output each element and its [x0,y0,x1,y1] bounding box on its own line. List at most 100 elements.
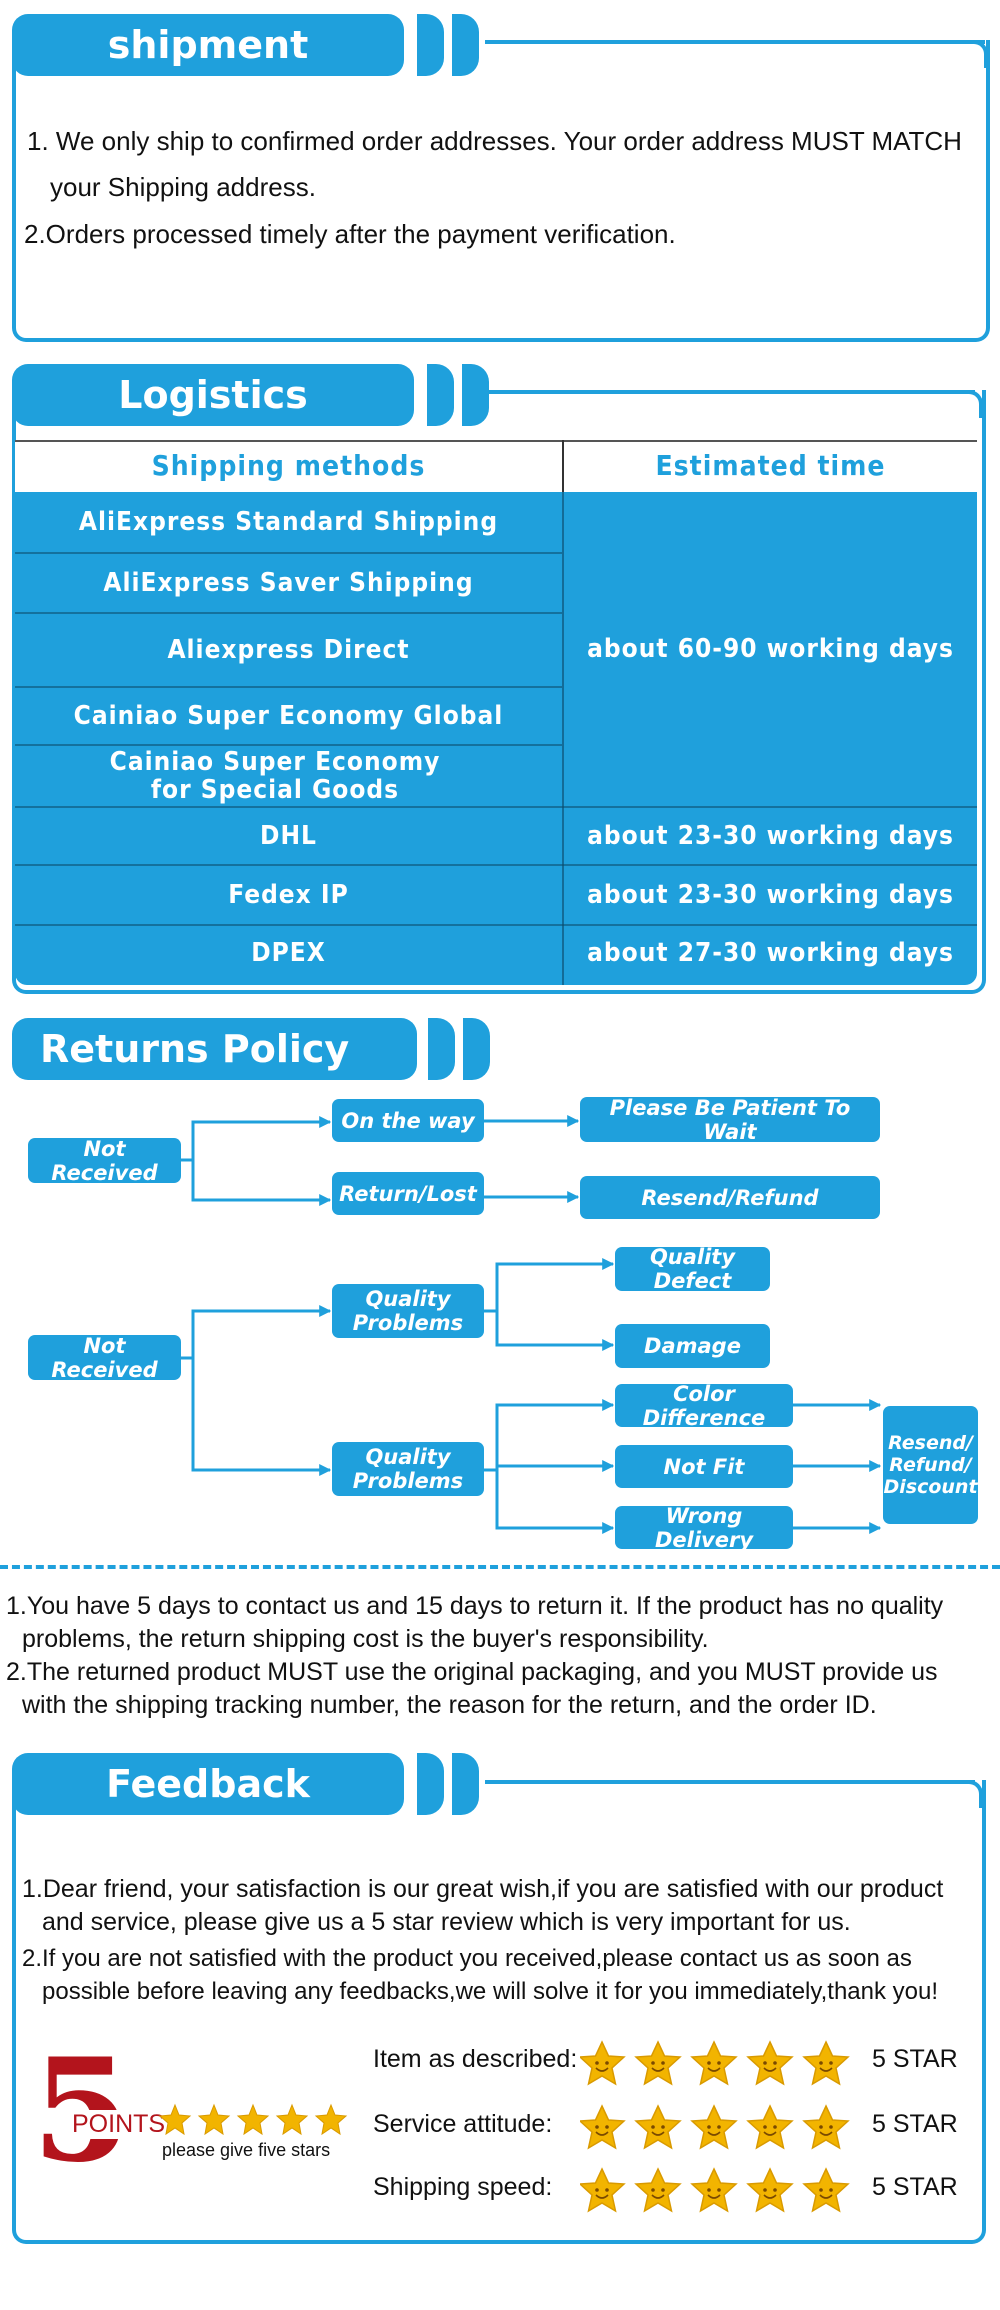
feedback-line-1b: and service, please give us a 5 star rev… [42,1908,851,1936]
header-pill-icon [428,1018,455,1080]
time-cell: about 23-30 working days [587,821,954,851]
method-row: Cainiao Super Economy for Special Goods [109,747,441,805]
smiley-star-icon [746,2167,794,2213]
header-pill-icon [452,14,479,76]
dashed-divider [0,1565,1000,1569]
rating-label-shipping: Shipping speed: [373,2173,553,2201]
header-pill-icon [417,1753,444,1815]
row-divider [15,552,562,554]
flow-box-return-lost: Return/Lost [332,1172,484,1215]
smiley-star-icon [690,2104,738,2150]
header-pill-icon [417,14,444,76]
logistics-header: Logistics Information [12,364,414,479]
rating-label-item: Item as described: [373,2045,578,2073]
flow-box-quality-defect: Quality Defect [615,1245,770,1293]
table-header-row [15,440,977,494]
method-row: DHL [260,821,317,851]
flow-box-resend-refund: Resend/Refund [580,1176,880,1219]
flow-box-color-difference: Color Difference [615,1382,793,1430]
returns-note-1b: problems, the return shipping cost is th… [22,1625,709,1653]
smiley-star-icon [634,2104,682,2150]
col-header-method: Shipping methods [151,449,426,482]
row-divider [15,612,562,614]
row-divider [15,744,562,746]
row-divider [15,806,977,808]
logistics-frame [12,390,986,994]
feedback-title: Feedback [106,1762,310,1806]
logistics-table: Shipping methods Estimated time AliExpre… [15,440,977,985]
points-word: POINTS [70,2110,168,2139]
shipment-line-1a: 1. We only ship to confirmed order addre… [27,126,962,156]
header-pill-icon [463,1018,490,1080]
time-cell: about 23-30 working days [587,880,954,910]
smiley-star-icon [802,2040,850,2086]
flow-box-quality-problems: Quality Problems [332,1442,484,1496]
shipment-line-1b: your Shipping address. [50,172,316,202]
header-pill-icon [452,1753,479,1815]
smiley-star-icon [690,2040,738,2086]
flow-box-not-received: Not Received [28,1137,181,1185]
points-stars [158,2103,353,2137]
returns-note-2b: with the shipping tracking number, the r… [22,1691,877,1719]
feedback-line-1a: 1.Dear friend, your satisfaction is our … [22,1875,944,1903]
method-row: Cainiao Super Economy Global [73,701,504,731]
header-pill-icon [462,364,489,426]
flow-box-quality-problems: Quality Problems [332,1284,484,1338]
method-row: AliExpress Standard Shipping [78,507,499,537]
table-body [15,492,977,985]
shipment-title: shipment [107,23,309,67]
row-divider [15,864,977,866]
rating-value-service: 5 STAR [872,2110,958,2138]
flow-box-not-received: Not Received [28,1334,181,1382]
flow-arrows [181,1115,882,1534]
smiley-star-icon [802,2104,850,2150]
feedback-header: Feedback [12,1753,404,1815]
method-row: DPEX [251,938,326,968]
returns-note-1a: 1.You have 5 days to contact us and 15 d… [6,1592,944,1620]
flow-box-wrong-delivery: Wrong Delivery [615,1504,793,1552]
shipment-corner [960,40,988,68]
returns-note-2a: 2.The returned product MUST use the orig… [6,1658,938,1686]
shipment-frame [12,40,990,342]
feedback-frame [12,1780,986,2244]
method-row: Fedex IP [228,880,349,910]
flow-box-resend-refund-discount: Resend/ Refund/ Discount [883,1406,978,1524]
rating-value-item: 5 STAR [872,2045,958,2073]
smiley-star-icon [634,2167,682,2213]
header-pill-icon [427,364,454,426]
flow-box-please-wait: Please Be Patient To Wait [580,1096,880,1144]
smiley-star-icon [634,2040,682,2086]
points-caption: please give five stars [162,2140,331,2160]
rating-label-service: Service attitude: [373,2110,553,2138]
logistics-connector [485,390,975,394]
smiley-star-icon [578,2040,626,2086]
flow-box-damage: Damage [615,1324,770,1368]
flow-box-on-the-way: On the way [332,1099,484,1142]
feedback-line-2a: 2.If you are not satisfied with the prod… [22,1945,912,1972]
feedback-line-2b: possible before leaving any feedbacks,we… [42,1978,939,2005]
smiley-star-icon [802,2167,850,2213]
smiley-star-icon [746,2040,794,2086]
smiley-star-icon [578,2167,626,2213]
returns-title: Returns Policy [40,1027,350,1071]
flow-box-not-fit: Not Fit [615,1445,793,1488]
smiley-star-icon [690,2167,738,2213]
row-divider [15,924,977,926]
rating-value-shipping: 5 STAR [872,2173,958,2201]
time-cell: about 27-30 working days [587,938,954,968]
shipment-line-2: 2.Orders processed timely after the paym… [24,219,676,249]
smiley-star-icon [578,2104,626,2150]
logistics-corner [955,390,983,418]
returns-header: Returns Policy [12,1018,417,1080]
time-cell: about 60-90 working days [587,634,954,664]
shipment-header: shipment [12,14,404,76]
table-col-divider [562,492,564,985]
rating-stars [578,2030,860,2230]
method-row: Aliexpress Direct [167,635,410,665]
feedback-corner [955,1780,983,1808]
method-row: AliExpress Saver Shipping [103,568,474,598]
shipment-connector [485,40,985,44]
row-divider [15,686,562,688]
feedback-connector [485,1780,975,1784]
smiley-star-icon [746,2104,794,2150]
